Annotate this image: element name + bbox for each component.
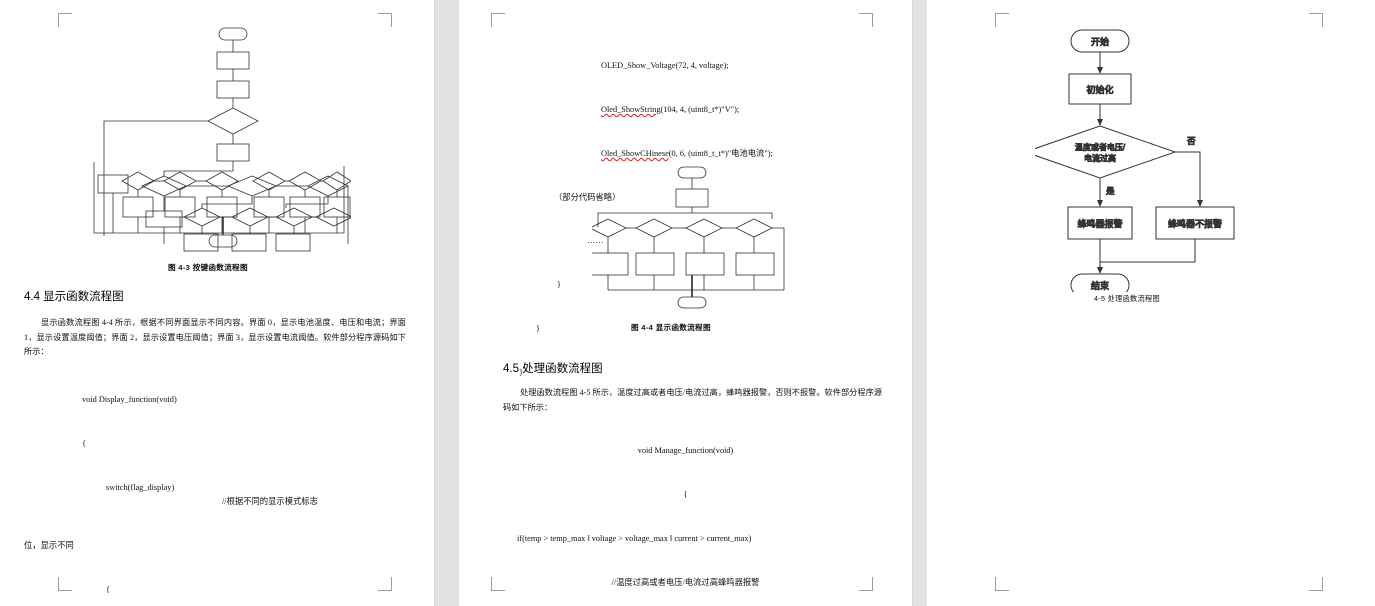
code-line: } — [557, 280, 561, 290]
section-4-5-paragraph: 处理函数流程图 4-5 所示，温度过高或者电压/电流过高，蜂鸣器报警，否则不报警… — [503, 388, 882, 412]
crop-mark-bottom-right — [378, 577, 392, 591]
node-start — [218, 27, 248, 41]
node-readkey — [216, 80, 250, 99]
crop-mark-bottom-left — [995, 577, 1009, 591]
code-line: if(temp > temp_max ‖ voltage > voltage_m… — [517, 533, 752, 543]
code-line: { — [106, 584, 110, 594]
node-iface2 — [685, 218, 723, 238]
section-heading-4-5: 4.5 处理函数流程图 — [503, 363, 603, 375]
node-init — [216, 51, 250, 70]
section-4-4-paragraph: 显示函数流程图 4-4 所示，根据不同界面显示不同内容。界面 0，显示电池温度、… — [24, 318, 406, 356]
code-line: //温度过高或者电压/电流过高蜂鸣器报警 — [611, 577, 760, 587]
node-init-label: 初始化 — [1086, 84, 1113, 95]
crop-mark-top-right — [859, 13, 873, 27]
crop-mark-bottom-left — [491, 577, 505, 591]
figure-4-3-lower — [86, 130, 351, 250]
crop-mark-top-left — [58, 13, 72, 27]
code-line: Oled_ShowString(104, 4, (uint8_t*)"V"); — [601, 104, 740, 114]
node-iface1 — [635, 218, 673, 238]
page-gap-1 — [434, 0, 460, 606]
node-alarm-label: 蜂鸣器报警 — [1077, 218, 1122, 229]
page-gap-2 — [912, 0, 928, 606]
crop-mark-top-left — [491, 13, 505, 27]
node-iface3 — [735, 218, 773, 238]
node-box3 — [735, 252, 775, 276]
node-box1 — [635, 252, 675, 276]
page-2-code-top: OLED_Show_Voltage(72, 4, voltage); Oled_… — [459, 30, 912, 409]
section-4-4-code: void Display_function(void) { switch(fla… — [24, 364, 424, 606]
crop-mark-top-right — [378, 13, 392, 27]
code-line: 位，显示不同 — [24, 541, 74, 551]
node-start-label: 开始 — [1091, 36, 1109, 47]
node-noalarm-label: 蜂鸣器不报警 — [1168, 218, 1222, 229]
code-line: （部分代码省略） — [554, 192, 621, 202]
node-action-3 — [275, 233, 311, 252]
node-action-2 — [231, 233, 267, 252]
code-line: void Manage_function(void) — [637, 446, 734, 456]
code-line: } — [519, 367, 523, 377]
branch-yes-label: 是 — [1106, 186, 1115, 196]
crop-mark-bottom-left — [58, 577, 72, 591]
section-4-5-code: void Manage_function(void) { if(temp > t… — [459, 415, 912, 606]
node-end — [1070, 273, 1130, 292]
code-line: { — [82, 438, 86, 448]
node-init — [675, 188, 709, 208]
section-heading-4-4: 4.4 显示函数流程图 — [24, 291, 124, 303]
node-box0 — [592, 252, 629, 276]
node-start — [677, 166, 707, 179]
figure-4-5-caption: 4-5 处理函数流程图 — [1094, 294, 1160, 303]
branch-no-label: 否 — [1187, 136, 1196, 146]
document-page-1: 图 4-3 按键函数流程图 4.4 显示函数流程图 显示函数流程图 4-4 所示… — [0, 0, 434, 606]
node-decision-label-2: 电流过高 — [1084, 153, 1116, 163]
node-iface0 — [592, 218, 627, 238]
node-end — [677, 296, 707, 309]
crop-mark-bottom-right — [1309, 577, 1323, 591]
figure-4-5-flowchart: 开始 初始化 温度或者电压/ 电流过高 否 是 — [1035, 22, 1245, 292]
figure-4-3-flowchart — [86, 26, 351, 256]
code-line: …… — [587, 236, 604, 246]
node-decision — [1035, 125, 1177, 179]
document-page-2: OLED_Show_Voltage(72, 4, voltage); Oled_… — [459, 0, 912, 606]
code-line: switch(flag_display) //根据不同的显示模式标志 — [106, 482, 318, 507]
code-line: Oled_ShowCHinese(0, 6, (uint8_t_t*)"电池电流… — [601, 148, 773, 158]
code-line: } — [536, 323, 540, 333]
node-action-1 — [183, 233, 219, 252]
document-page-3: 开始 初始化 温度或者电压/ 电流过高 否 是 — [927, 0, 1375, 606]
code-line: void Display_function(void) — [82, 395, 177, 405]
crop-mark-top-right — [1309, 13, 1323, 27]
code-line: { — [683, 489, 688, 499]
figure-4-3-caption: 图 4-3 按键函数流程图 — [168, 263, 248, 272]
figure-4-4-caption: 图 4-4 显示函数流程图 — [631, 323, 711, 332]
node-box2 — [685, 252, 725, 276]
figure-4-4-flowchart — [592, 165, 792, 320]
code-line: OLED_Show_Voltage(72, 4, voltage); — [601, 61, 729, 71]
crop-mark-top-left — [995, 13, 1009, 27]
crop-mark-bottom-right — [859, 577, 873, 591]
node-decision-label-1: 温度或者电压/ — [1075, 142, 1126, 152]
node-end-label: 结束 — [1091, 280, 1109, 291]
